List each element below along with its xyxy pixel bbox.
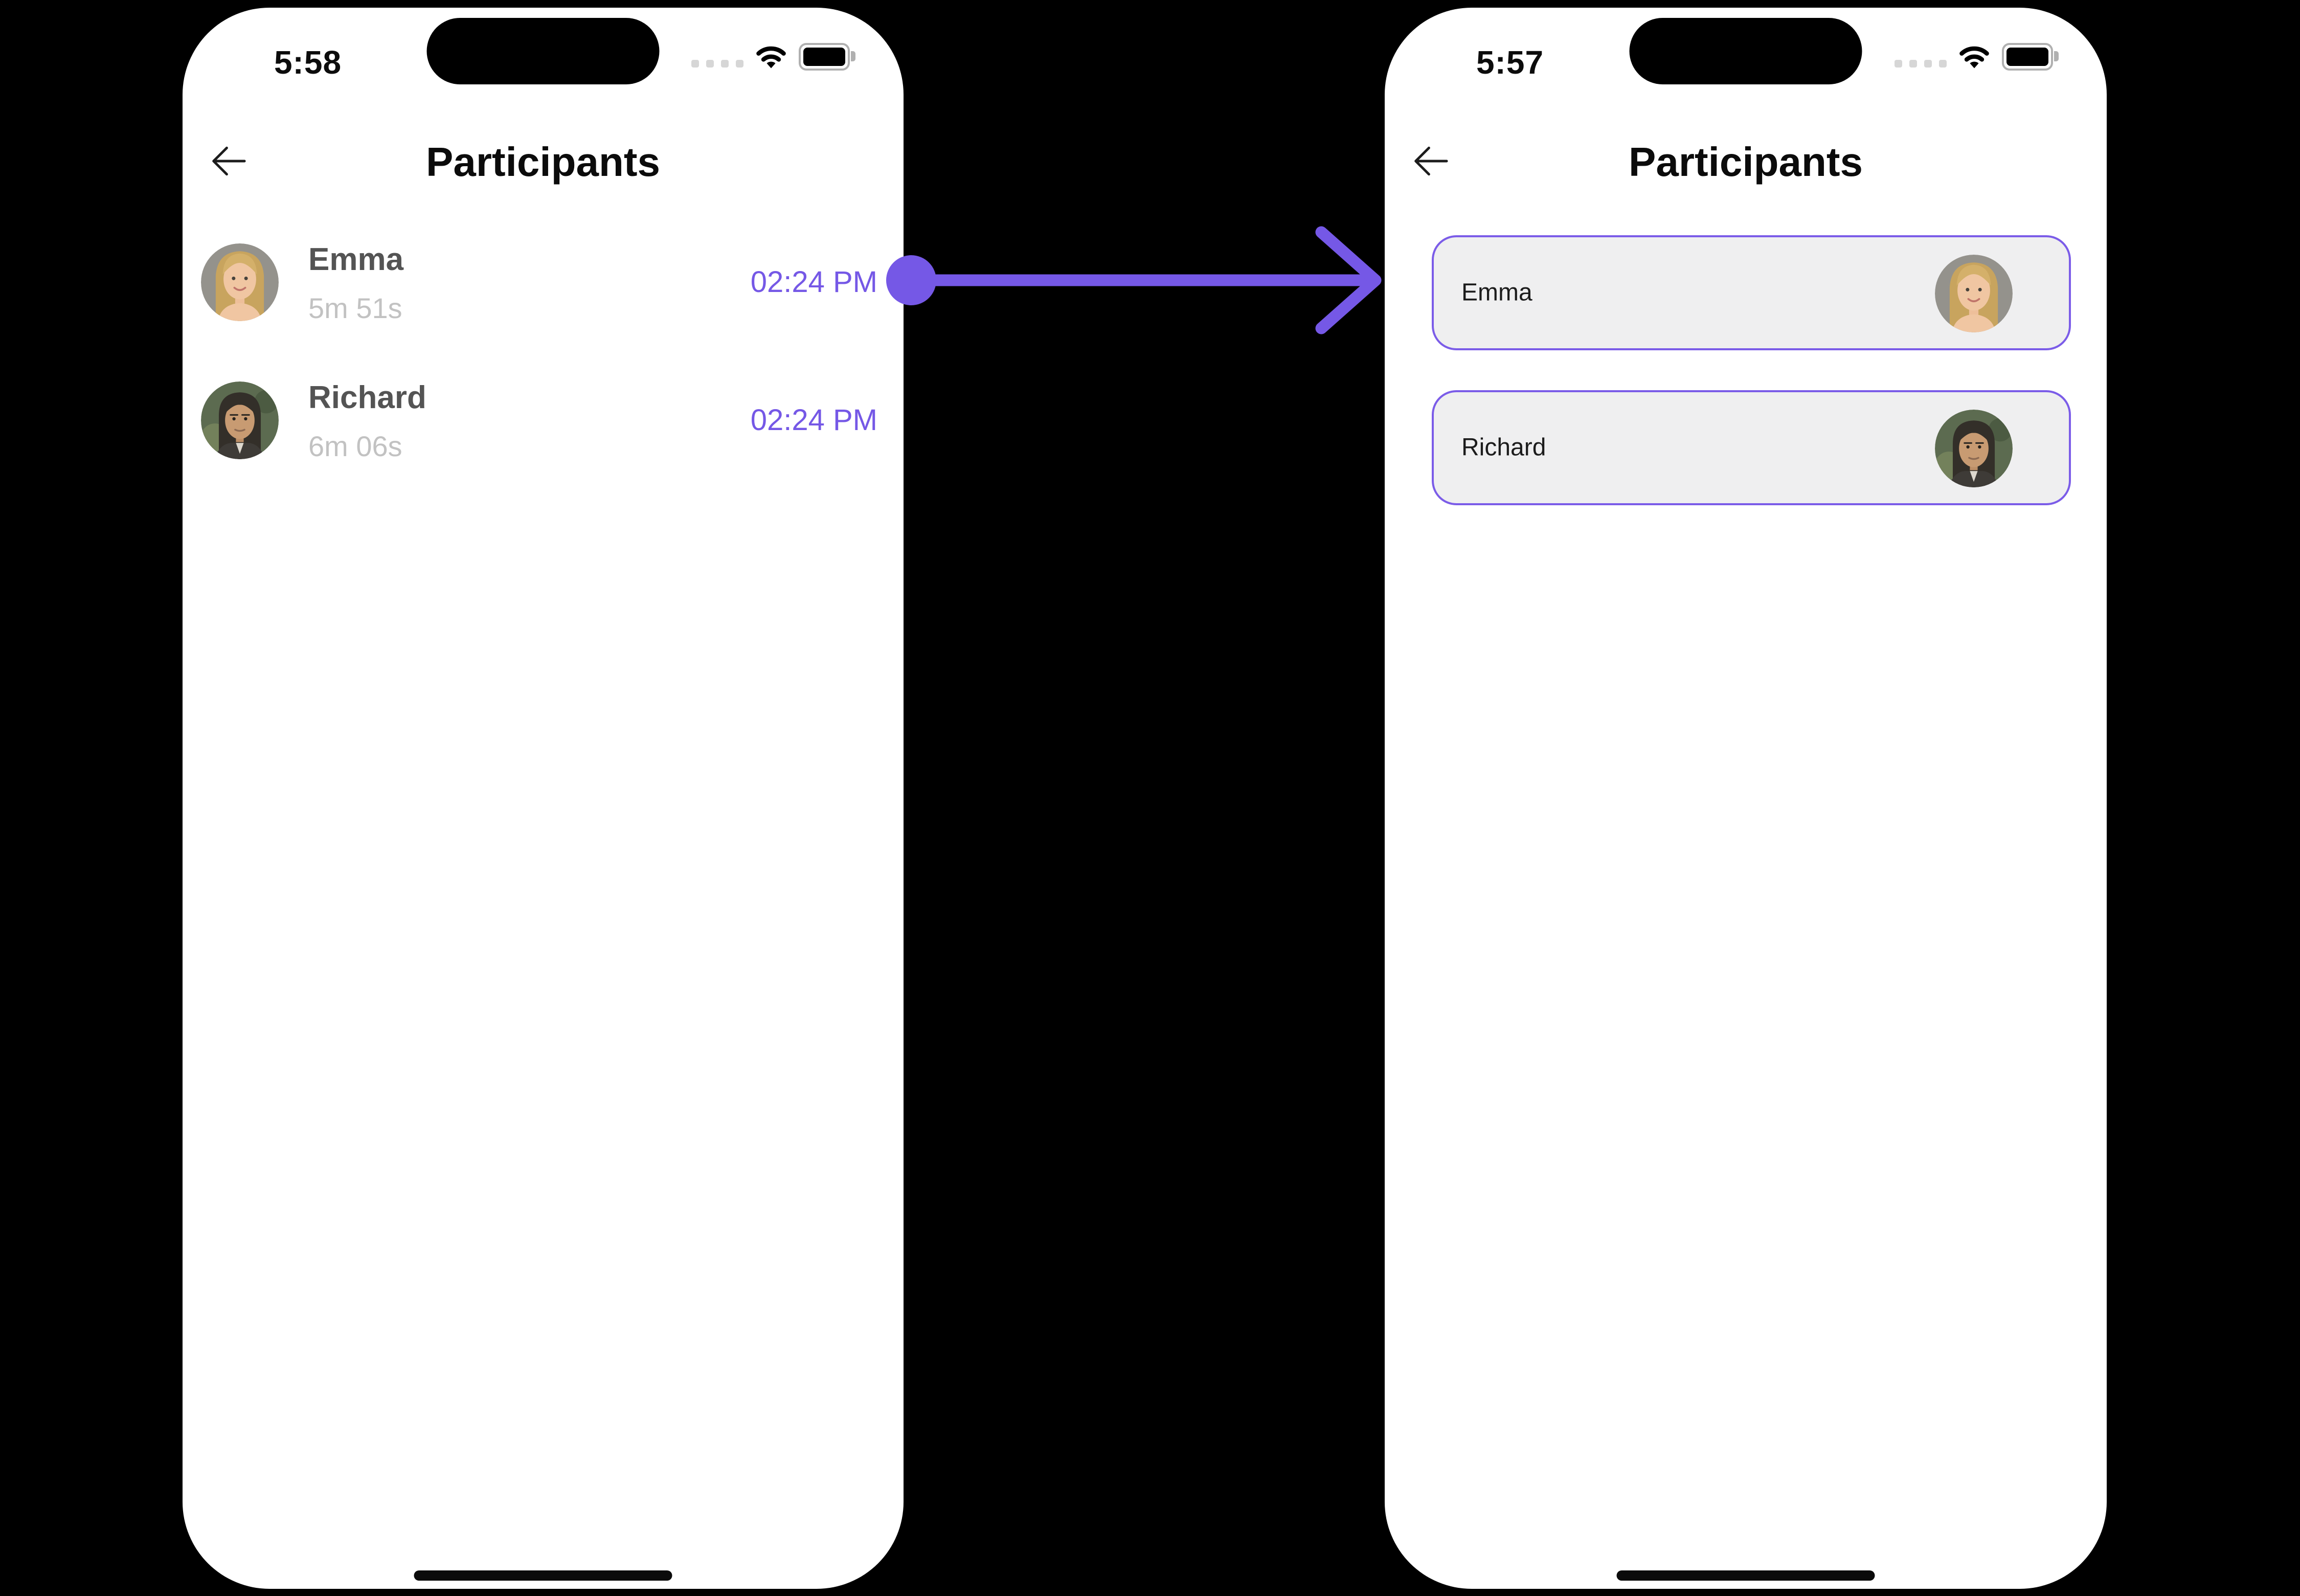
wifi-icon — [756, 46, 786, 69]
battery-nub — [2054, 51, 2059, 61]
participant-name: Emma — [308, 242, 404, 277]
wifi-icon — [1959, 46, 1989, 69]
richard-avatar — [1935, 410, 2013, 487]
home-indicator[interactable] — [1616, 1570, 1875, 1581]
status-time: 5:58 — [274, 44, 342, 81]
battery-nub — [851, 51, 855, 61]
transition-arrow-icon — [886, 226, 1382, 334]
cellular-signal-icon — [691, 47, 743, 68]
status-icons — [691, 41, 855, 72]
dynamic-island — [1629, 18, 1862, 84]
status-icons — [1895, 41, 2059, 72]
phone-left: 5:58 Participants — [183, 8, 904, 1589]
phone-right: 5:57 Participants Emma — [1385, 8, 2107, 1589]
battery-fill — [803, 48, 845, 66]
cellular-signal-icon — [1895, 47, 1947, 68]
battery-fill — [2006, 48, 2048, 66]
participant-card-emma[interactable]: Emma — [1432, 235, 2071, 350]
participant-row-richard[interactable]: Richard 6m 06s 02:24 PM — [201, 380, 877, 466]
participant-join-time: 02:24 PM — [750, 265, 877, 299]
participant-duration: 6m 06s — [308, 430, 402, 462]
back-button[interactable] — [208, 141, 249, 182]
participant-name: Emma — [1461, 278, 1532, 306]
back-button[interactable] — [1410, 141, 1451, 182]
richard-avatar — [201, 381, 279, 459]
participant-name: Richard — [1461, 433, 1546, 461]
participant-name: Richard — [308, 380, 426, 415]
page-title: Participants — [426, 139, 660, 185]
battery-icon — [799, 43, 855, 71]
participant-duration: 5m 51s — [308, 292, 402, 324]
page-title: Participants — [1629, 139, 1863, 185]
participant-join-time: 02:24 PM — [750, 403, 877, 437]
dynamic-island — [426, 18, 660, 84]
status-time: 5:57 — [1476, 44, 1544, 81]
participant-row-emma[interactable]: Emma 5m 51s 02:24 PM — [201, 242, 877, 328]
emma-avatar — [201, 243, 279, 321]
participant-card-richard[interactable]: Richard — [1432, 390, 2071, 505]
battery-icon — [2002, 43, 2059, 71]
emma-avatar — [1935, 255, 2013, 332]
home-indicator[interactable] — [414, 1570, 672, 1581]
